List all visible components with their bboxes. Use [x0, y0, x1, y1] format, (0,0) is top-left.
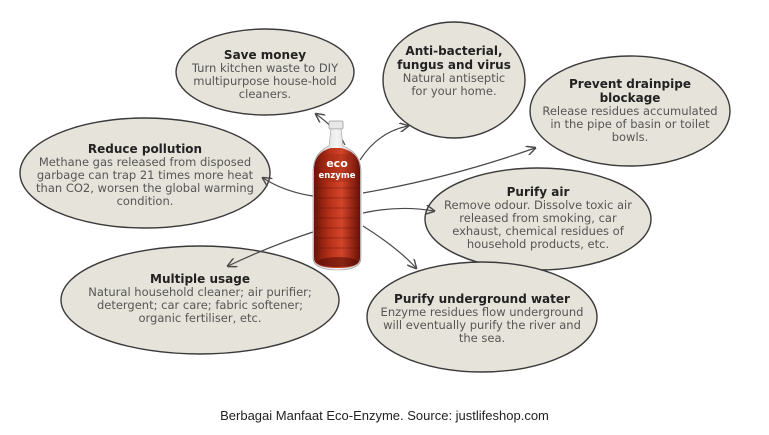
reduce-pollution-bubble: Reduce pollution Methane gas released fr…: [30, 142, 260, 208]
arrow-to-reduce-pollution: [263, 178, 314, 197]
multiple-usage-desc: Natural household cleaner; air purifier;…: [88, 285, 312, 325]
eco-enzyme-bottle: eco enzyme: [312, 120, 362, 271]
save-money-desc: Turn kitchen waste to DIY multipurpose h…: [191, 61, 339, 101]
save-money-bubble-bg: [175, 28, 355, 116]
arrow-to-multiple-usage: [228, 231, 314, 266]
bottle-label-line1: eco: [326, 157, 348, 170]
purify-air-bubble: Purify air Remove odour. Dissolve toxic …: [434, 185, 642, 251]
multiple-usage-bubble-bg: [60, 245, 340, 355]
prevent-drainpipe-title: Prevent drainpipe blockage: [569, 77, 691, 105]
prevent-drainpipe-bubble-bg: [529, 55, 731, 167]
anti-bacterial-desc: Natural antiseptic for your home.: [402, 71, 506, 98]
arrow-to-purify-water: [362, 225, 416, 268]
anti-bacterial-bubble: Anti-bacterial, fungus and virus Natural…: [396, 44, 512, 98]
prevent-drainpipe-bubble: Prevent drainpipe blockage Release resid…: [540, 77, 720, 144]
save-money-bubble: Save money Turn kitchen waste to DIY mul…: [185, 48, 345, 101]
arrow-to-purify-air: [362, 208, 434, 213]
reduce-pollution-bubble-bg: [19, 117, 271, 229]
anti-bacterial-title: Anti-bacterial, fungus and virus: [397, 44, 511, 72]
arrow-to-anti-bacterial: [359, 126, 408, 161]
purify-water-desc: Enzyme residues flow underground will ev…: [380, 305, 584, 345]
prevent-drainpipe-desc: Release residues accumulated in the pipe…: [542, 104, 718, 144]
bottle-label-line2: enzyme: [319, 171, 356, 181]
purify-water-bubble: Purify underground water Enzyme residues…: [380, 292, 584, 345]
purify-air-title: Purify air: [506, 185, 570, 199]
multiple-usage-title: Multiple usage: [150, 272, 250, 286]
save-money-title: Save money: [223, 48, 307, 62]
reduce-pollution-desc: Methane gas released from disposed garba…: [36, 155, 254, 208]
reduce-pollution-title: Reduce pollution: [87, 142, 203, 156]
anti-bacterial-bubble-bg: [382, 21, 526, 139]
image-caption: Berbagai Manfaat Eco-Enzyme. Source: jus…: [220, 408, 549, 423]
purify-air-desc: Remove odour. Dissolve toxic air release…: [444, 198, 632, 251]
multiple-usage-bubble: Multiple usage Natural household cleaner…: [82, 272, 318, 325]
purify-water-title: Purify underground water: [394, 292, 570, 306]
purify-water-bubble-bg: [366, 261, 598, 373]
arrow-to-prevent-drainpipe: [362, 148, 535, 194]
